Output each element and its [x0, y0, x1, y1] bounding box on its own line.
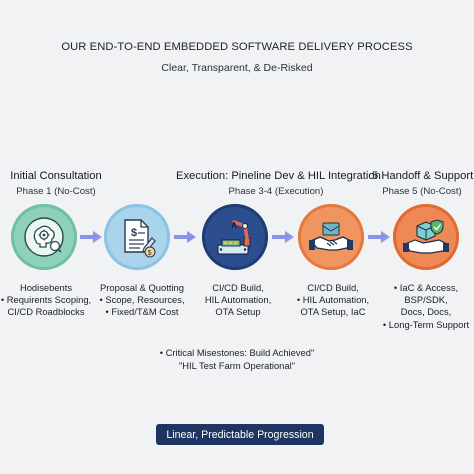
caption-line: BSP/SDK,: [404, 294, 448, 306]
caption-line: CI/CD Roadblocks: [7, 306, 85, 318]
phase-header-handoff: 5 Handoff & Support Phase 5 (No-Cost): [372, 170, 474, 197]
milestones-line-2: "HIL Test Farm Operational": [178, 359, 296, 371]
flow-arrow-4: [368, 231, 390, 243]
milestones-note: • Critical Misestones: Build Achieved" "…: [0, 347, 474, 372]
step-4-circle: [298, 204, 364, 270]
step-5-caption: • IaC & Access, BSP/SDK, Docs, Docs, • L…: [378, 282, 474, 331]
phase-subtitle: Phase 3-4 (Execution): [228, 186, 324, 197]
caption-line: CI/CD Build,: [307, 282, 359, 293]
page-subtitle: Clear, Transparent, & De-Risked: [161, 62, 313, 74]
step-3-caption: CI/CD Build, HIL Automation, OTA Setup: [190, 282, 286, 319]
caption-line: • IaC & Access,: [393, 282, 459, 293]
brain-gear-icon: [24, 217, 64, 257]
caption-line: • Long-Term Support: [382, 318, 470, 330]
flow-arrow-3: [272, 231, 294, 243]
caption-line: • Fixed/T&M Cost: [105, 306, 179, 318]
milestones-line-1: • Critical Misestones: Build Achieved": [159, 347, 315, 358]
caption-line: Proposal & Quotting: [100, 282, 184, 293]
step-2-caption: Proposal & Quotting • Scope, Resources, …: [92, 282, 192, 319]
phase-header-execution: Execution: Pineline Dev & HIL Integratio…: [176, 170, 381, 197]
caption-line: Docs, Docs,: [400, 306, 452, 318]
caption-line: • Requirents Scoping,: [0, 294, 92, 306]
phase-title: Initial Consultation: [10, 170, 102, 182]
step-1-caption: Hodisebents • Requirents Scoping, CI/CD …: [0, 282, 92, 319]
step-1-circle: [11, 204, 77, 270]
flow-arrow-2: [174, 231, 196, 243]
page-title: OUR END-TO-END EMBEDDED SOFTWARE DELIVER…: [61, 41, 413, 53]
phase-title: 5 Handoff & Support: [372, 170, 474, 182]
caption-line: • Scope, Resources,: [99, 294, 185, 306]
svg-text:$: $: [148, 250, 152, 257]
step-5-circle: [393, 204, 459, 270]
step-2-circle: $ $: [104, 204, 170, 270]
phase-subtitle: Phase 1 (No-Cost): [16, 186, 96, 197]
caption-line: • HIL Automation,: [296, 294, 370, 306]
progression-badge: Linear, Predictable Progression: [156, 424, 324, 445]
document-dollar-icon: $ $: [124, 219, 156, 258]
flow-arrow-1: [80, 231, 102, 243]
caption-line: OTA Setup, IaC: [300, 306, 366, 318]
svg-text:$: $: [131, 227, 137, 239]
robot-arm-icon: [217, 220, 251, 255]
caption-line: HIL Automation,: [204, 294, 272, 306]
handshake-icon: [309, 222, 353, 251]
caption-line: OTA Setup: [215, 306, 261, 318]
caption-line: Hodisebents: [19, 282, 73, 293]
phase-subtitle: Phase 5 (No-Cost): [382, 186, 462, 197]
step-3-circle: [202, 204, 268, 270]
step-4-caption: CI/CD Build, • HIL Automation, OTA Setup…: [284, 282, 382, 319]
caption-line: CI/CD Build,: [212, 282, 264, 293]
handoff-box-icon: [403, 219, 449, 254]
phase-title: Execution: Pineline Dev & HIL Integratio…: [176, 170, 381, 182]
phase-header-consultation: Initial Consultation Phase 1 (No-Cost): [6, 170, 106, 197]
